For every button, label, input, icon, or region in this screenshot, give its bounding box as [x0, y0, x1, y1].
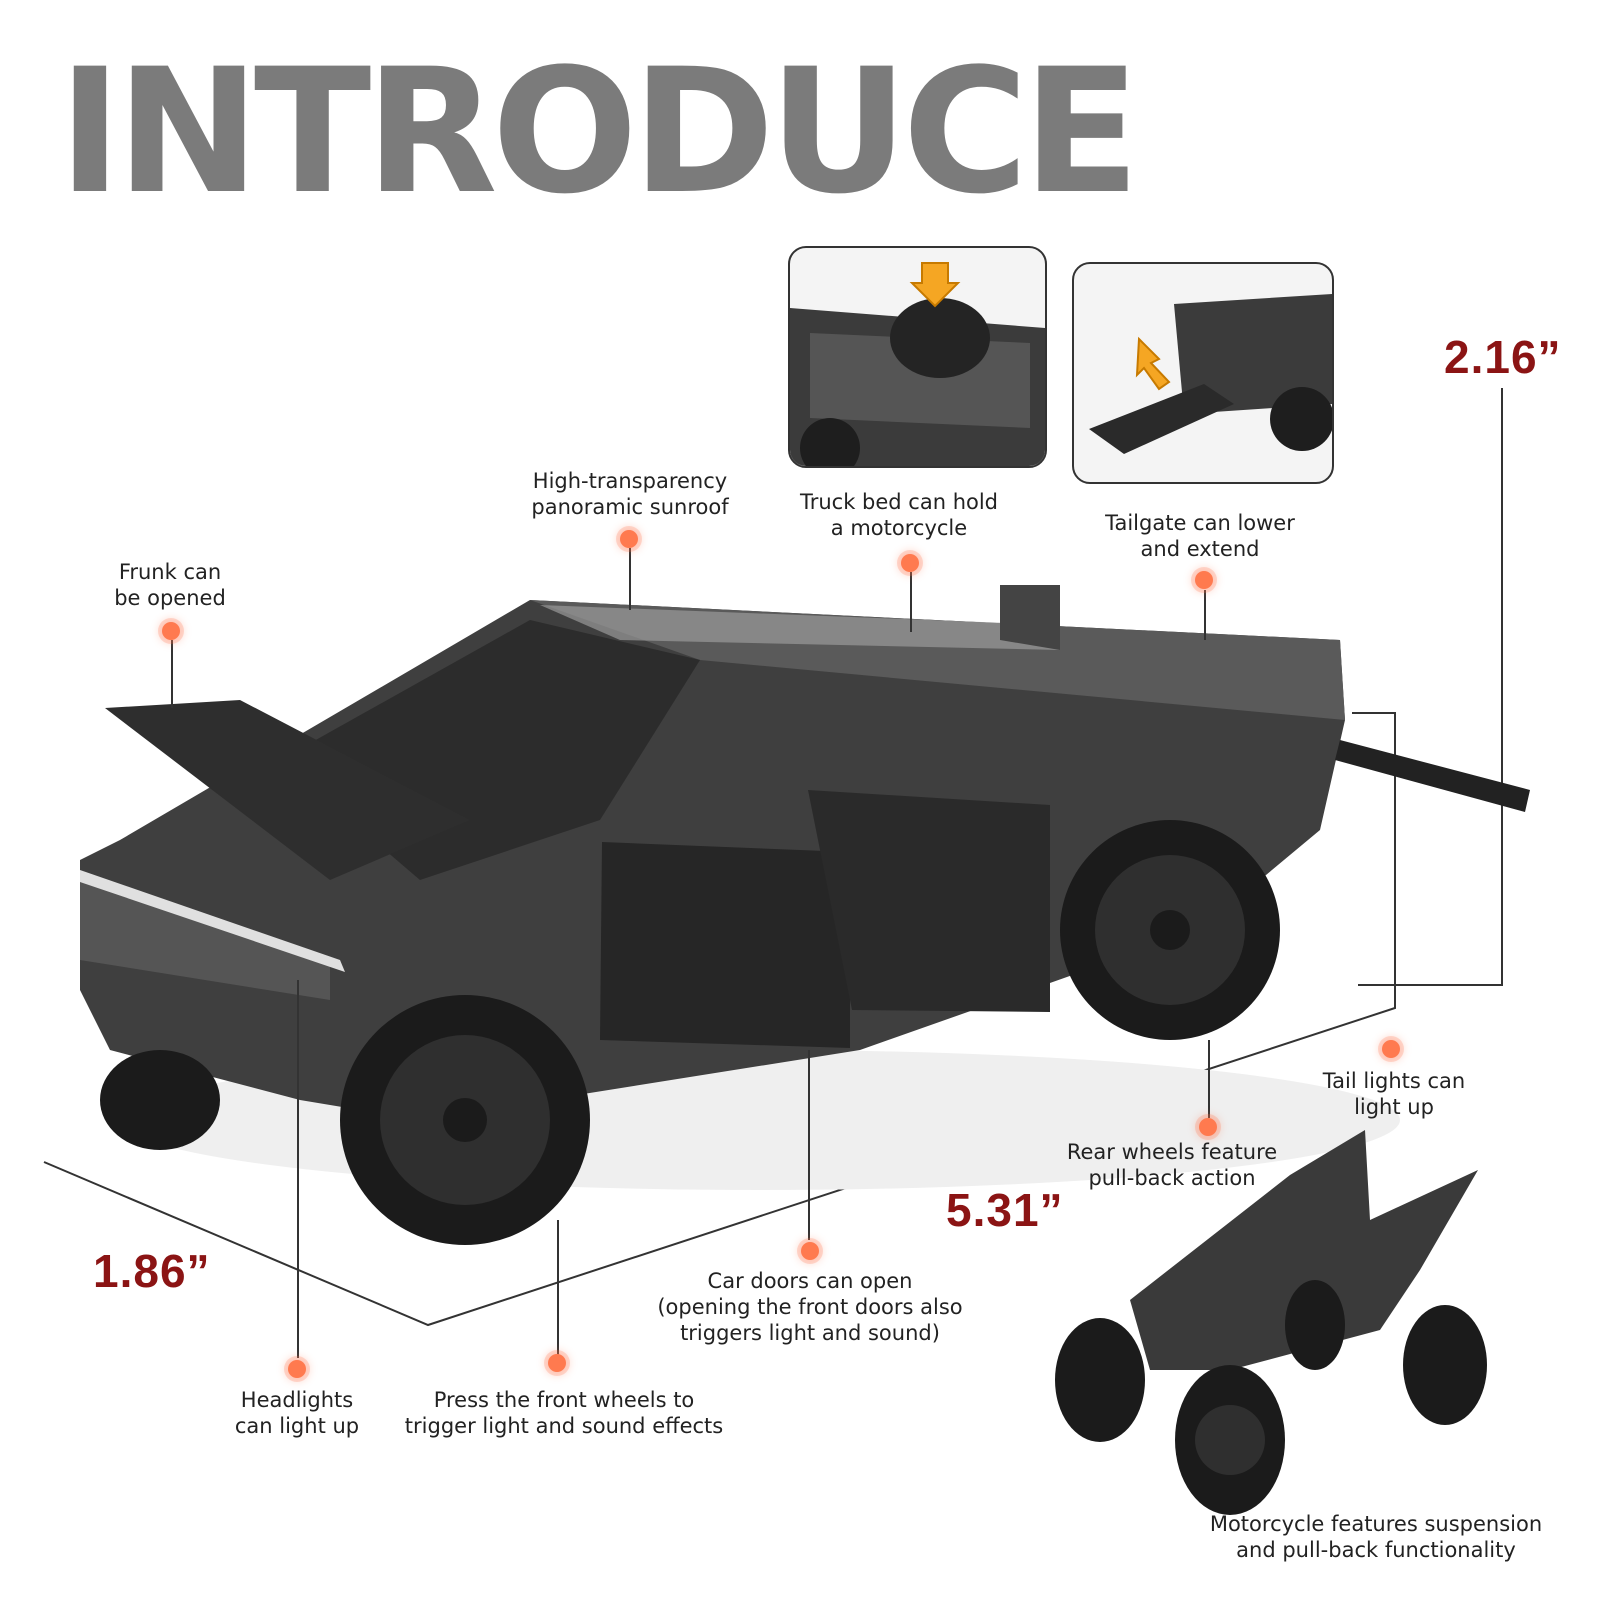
truck-body: [80, 585, 1530, 1120]
arrow-icon: [1135, 336, 1171, 391]
tailgate-leader: [1204, 590, 1206, 640]
headlights-marker: [288, 1360, 306, 1378]
dimension-length: 5.31”: [946, 1184, 1064, 1236]
front-wheels-marker: [548, 1354, 566, 1372]
rear-wheels-leader: [1208, 1040, 1210, 1118]
dimension-height: 2.16”: [1444, 331, 1562, 383]
page-title: INTRODUCE: [58, 31, 1140, 232]
doors-label: Car doors can open(opening the front doo…: [657, 1269, 963, 1345]
motorcycle-illustration: [1055, 1130, 1487, 1515]
dimension-width: 1.86”: [93, 1245, 211, 1297]
sunroof-marker: [620, 530, 638, 548]
frunk-marker: [162, 622, 180, 640]
frunk-leader: [171, 640, 173, 708]
truck-bed-marker: [901, 554, 919, 572]
tailgate-marker: [1195, 571, 1213, 589]
down-arrow-icon: [909, 262, 961, 308]
tail-lights-marker: [1382, 1040, 1400, 1058]
front-wheel: [340, 995, 590, 1245]
rear-wheels-marker: [1199, 1118, 1217, 1136]
front-wheels-leader: [557, 1220, 559, 1360]
truck-bed-inset: [788, 246, 1047, 468]
dimension-lines: [43, 388, 1503, 1327]
rear-wheel: [1060, 820, 1280, 1040]
tailgate-inset: [1072, 262, 1334, 484]
doors-marker: [801, 1242, 819, 1260]
truck-bed-leader: [910, 572, 912, 632]
doors-leader: [808, 1050, 810, 1240]
headlights-leader: [297, 980, 299, 1358]
sunroof-leader: [629, 548, 631, 610]
front-left-wheel: [100, 1050, 220, 1150]
